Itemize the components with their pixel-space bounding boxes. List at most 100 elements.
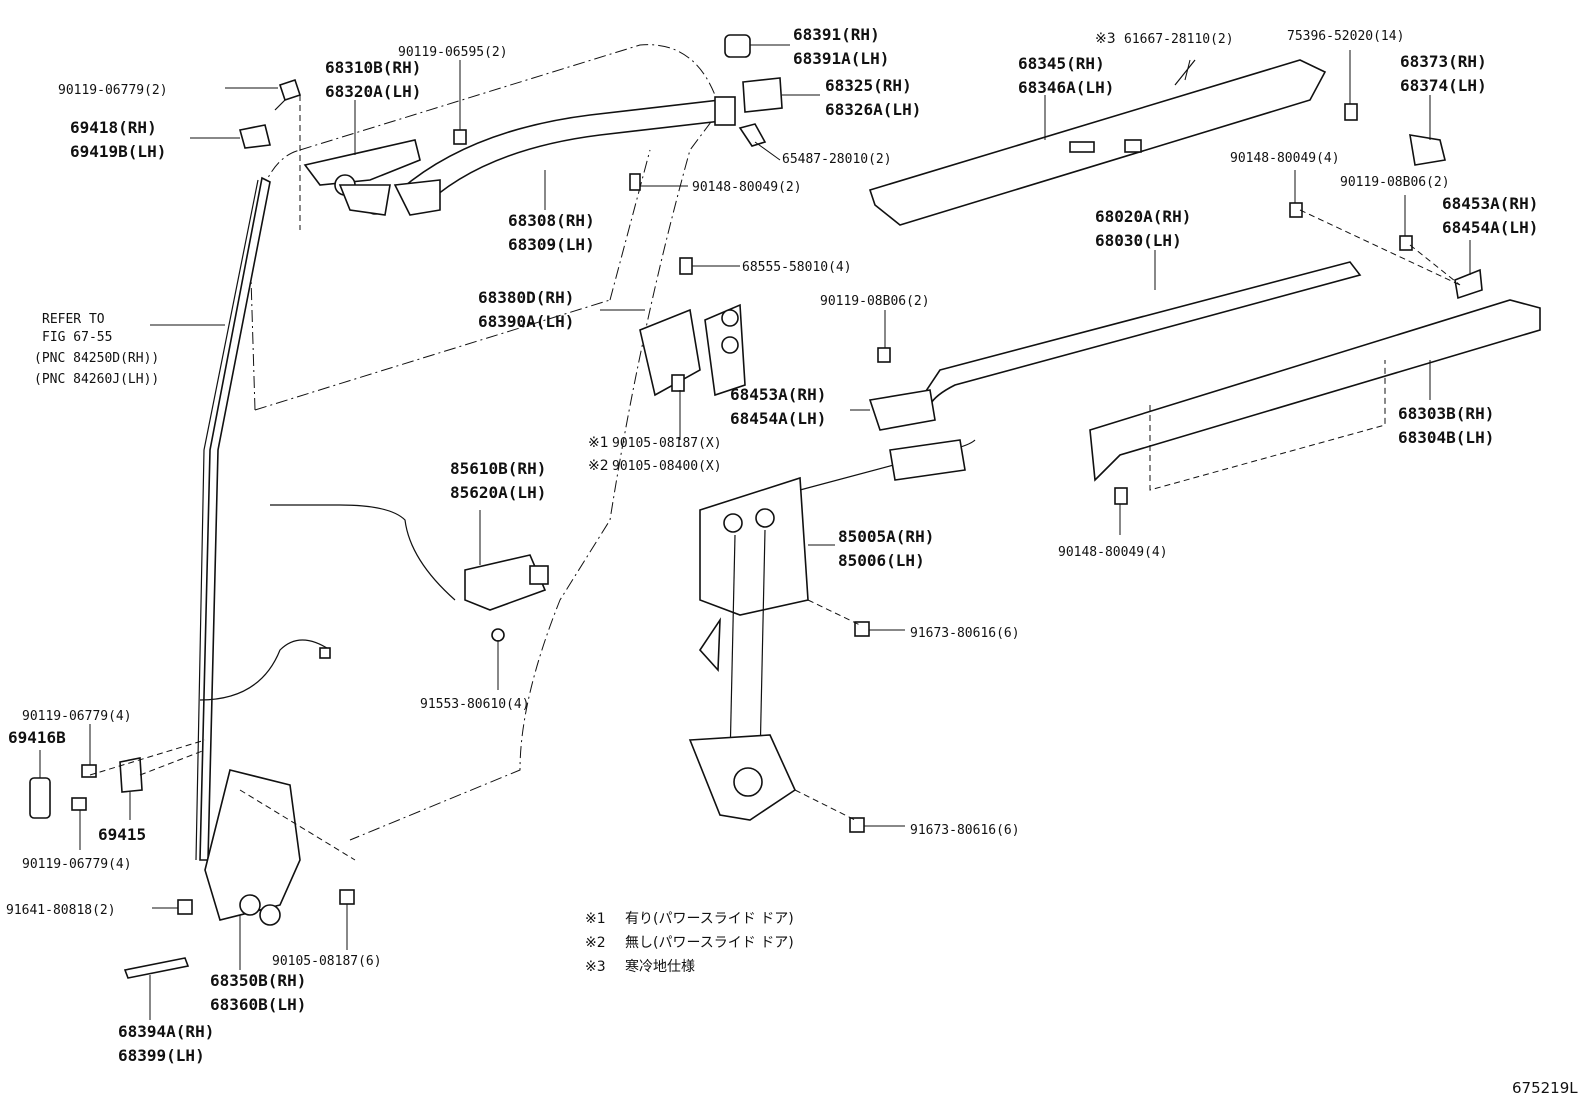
- mark-3-top: ※3: [1095, 31, 1116, 47]
- bolt-91673-a: [807, 599, 870, 637]
- footnotes: ※1 有り(パワースライド ドア) ※2 無し(パワースライド ドア) ※3 寒…: [585, 911, 794, 975]
- bolt-91673-b: [794, 789, 865, 833]
- label-90105-08187-x: 90105-08187(X): [612, 436, 722, 451]
- label-91673-b: 91673-80616(6): [910, 823, 1020, 838]
- label-68453a-center: 68453A(RH): [730, 385, 826, 404]
- bolt-90148-upper: [629, 173, 641, 191]
- label-68390a: 68390A(LH): [478, 312, 574, 331]
- label-68454a-right: 68454A(LH): [1442, 218, 1538, 237]
- label-68394a: 68394A(RH): [118, 1022, 214, 1041]
- leader-lines: [39, 44, 1471, 1020]
- label-68308: 68308(RH): [508, 211, 595, 230]
- lower-rail-68303b: [1089, 299, 1541, 491]
- gasket-69415: [119, 757, 143, 793]
- clip-69418: [238, 124, 271, 149]
- label-69419b: 69419B(LH): [70, 142, 166, 161]
- bolt-90105-6: [339, 889, 355, 905]
- bolt-upper-left: [274, 78, 302, 111]
- label-85610b: 85610B(RH): [450, 459, 546, 478]
- bolt-90119-08b06-b: [877, 347, 891, 363]
- slide-door-motor: [270, 504, 549, 642]
- bolt-90148-80049-4a: [1289, 202, 1303, 218]
- mark-1: ※1: [588, 435, 609, 451]
- refer-line-1: REFER TO: [42, 312, 105, 327]
- label-68374: 68374(LH): [1400, 76, 1487, 95]
- label-68310b: 68310B(RH): [325, 58, 421, 77]
- figure-id: 675219L: [1512, 1079, 1578, 1097]
- bracket-68373: [1409, 134, 1446, 166]
- note-2-mark: ※2: [585, 935, 606, 951]
- label-68303b: 68303B(RH): [1398, 404, 1494, 423]
- label-68391: 68391(RH): [793, 25, 880, 44]
- wire-harness: [199, 639, 331, 701]
- label-90148-80049-4b: 90148-80049(4): [1058, 545, 1168, 560]
- bolt-90119-08b06-a: [1399, 235, 1413, 251]
- bracket-68453a-center: [868, 389, 936, 431]
- label-65487: 65487-28010(2): [782, 152, 892, 167]
- label-85005a: 85005A(RH): [838, 527, 934, 546]
- label-68030: 68030(LH): [1095, 231, 1182, 250]
- center-bracket: [639, 303, 746, 397]
- bolt-90119-06779-4a: [81, 764, 97, 778]
- note-1-mark: ※1: [585, 911, 606, 927]
- label-68555: 68555-58010(4): [742, 260, 852, 275]
- label-68454a-center: 68454A(LH): [730, 409, 826, 428]
- lower-roller-bracket: [204, 769, 356, 926]
- label-75396: 75396-52020(14): [1287, 29, 1404, 44]
- label-69415: 69415: [98, 825, 146, 844]
- stopper-68391: [724, 34, 751, 58]
- label-68304b: 68304B(LH): [1398, 428, 1494, 447]
- bolt-90148-80049-4b: [1114, 487, 1128, 505]
- label-68391a: 68391A(LH): [793, 49, 889, 68]
- label-90119-06779-4a: 90119-06779(4): [22, 709, 132, 724]
- label-68360b: 68360B(LH): [210, 995, 306, 1014]
- label-69416b: 69416B: [8, 728, 66, 747]
- label-68350b: 68350B(RH): [210, 971, 306, 990]
- label-91641: 91641-80818(2): [6, 903, 116, 918]
- label-90119-06779-4b: 90119-06779(4): [22, 857, 132, 872]
- label-68399: 68399(LH): [118, 1046, 205, 1065]
- label-68320a: 68320A(LH): [325, 82, 421, 101]
- bolt-91641: [177, 899, 193, 915]
- seal-61667: [1174, 59, 1196, 86]
- label-68345: 68345(RH): [1018, 54, 1105, 73]
- stopper-68394a: [123, 957, 190, 979]
- label-91553: 91553-80610(4): [420, 697, 530, 712]
- label-68453a-right: 68453A(RH): [1442, 194, 1538, 213]
- upper-roller-arm: [303, 139, 421, 216]
- upper-rail: [393, 96, 736, 216]
- label-68325: 68325(RH): [825, 76, 912, 95]
- label-61667: 61667-28110(2): [1124, 32, 1234, 47]
- label-90105-08187-6: 90105-08187(6): [272, 954, 382, 969]
- note-2-text: 無し(パワースライド ドア): [625, 935, 794, 951]
- pad-69416b: [29, 777, 51, 819]
- bolt-90105-x: [671, 374, 685, 392]
- label-90119-08b06-a: 90119-08B06(2): [1340, 175, 1450, 190]
- note-3-text: 寒冷地仕様: [625, 958, 695, 975]
- mark-2: ※2: [588, 458, 609, 474]
- label-90119-06779-2: 90119-06779(2): [58, 83, 168, 98]
- label-68380d: 68380D(RH): [478, 288, 574, 307]
- refer-line-3: (PNC 84250D(RH)): [34, 351, 159, 366]
- label-68326a: 68326A(LH): [825, 100, 921, 119]
- label-85620a: 85620A(LH): [450, 483, 546, 502]
- label-68373: 68373(RH): [1400, 52, 1487, 71]
- label-68309: 68309(LH): [508, 235, 595, 254]
- clip-65487: [738, 123, 767, 147]
- bumper-68325: [742, 77, 783, 113]
- label-90148-80049-4a: 90148-80049(4): [1230, 151, 1340, 166]
- label-90119-08b06-b: 90119-08B06(2): [820, 294, 930, 309]
- label-85006: 85006(LH): [838, 551, 925, 570]
- label-91673-a: 91673-80616(6): [910, 626, 1020, 641]
- label-90119-06595: 90119-06595(2): [398, 45, 508, 60]
- bolt-90119-06779-4b: [71, 797, 87, 811]
- window-regulator: [688, 439, 976, 821]
- bolt-68555: [679, 257, 693, 275]
- refer-line-4: (PNC 84260J(LH)): [34, 372, 159, 387]
- weatherstrip-seal: [195, 176, 271, 861]
- note-1-text: 有り(パワースライド ドア): [625, 911, 794, 927]
- bracket-68453a-right: [1454, 268, 1483, 300]
- label-90105-08400-x: 90105-08400(X): [612, 459, 722, 474]
